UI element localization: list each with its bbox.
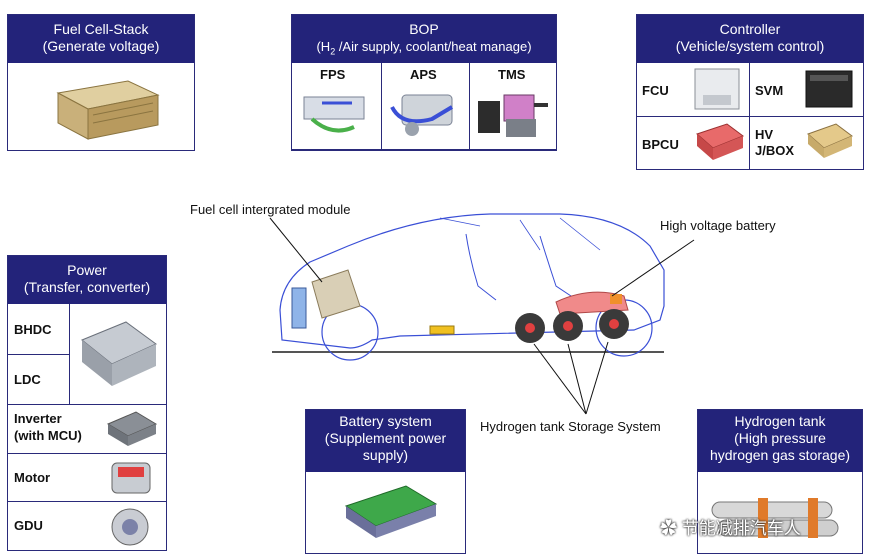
- bop-title: BOP: [409, 21, 439, 37]
- bop-aps-cell: APS: [382, 63, 470, 150]
- bhdc-cell: BHDC: [8, 304, 70, 355]
- bpcu-cell: BPCU: [637, 117, 750, 169]
- bop-subtitle: (H2 /Air supply, coolant/heat manage): [316, 39, 532, 57]
- svm-image: [805, 70, 853, 108]
- battery-system-box: Battery system (Supplement power supply): [305, 409, 466, 554]
- bhdc-label: BHDC: [14, 322, 52, 337]
- fuel-cell-stack-box: Fuel Cell-Stack (Generate voltage): [7, 14, 195, 151]
- bop-fps-cell: FPS: [292, 63, 382, 150]
- svm-label: SVM: [755, 83, 784, 98]
- hv-jbox-label: HV J/BOX: [755, 127, 795, 158]
- controller-title: Controller: [719, 21, 781, 37]
- controller-header: Controller (Vehicle/system control): [637, 15, 863, 63]
- fps-image: [303, 96, 365, 133]
- inverter-label: Inverter (with MCU): [14, 411, 82, 443]
- bop-header: BOP (H2 /Air supply, coolant/heat manage…: [292, 15, 556, 63]
- battery-system-header: Battery system (Supplement power supply): [306, 410, 465, 472]
- tms-image: [478, 94, 548, 137]
- hv-jbox-cell: HV J/BOX: [750, 117, 863, 169]
- battery-system-image: [344, 485, 438, 538]
- fcu-image: [694, 68, 740, 110]
- motor-label: Motor: [14, 470, 51, 485]
- hydrogen-tank-header: Hydrogen tank (High pressure hydrogen ga…: [698, 410, 862, 472]
- inverter-cell: Inverter (with MCU): [8, 405, 166, 454]
- motor-cell: Motor: [8, 454, 166, 502]
- hv-jbox-image: [807, 123, 853, 158]
- tms-label: TMS: [498, 67, 526, 82]
- bhdc-ldc-image: [81, 321, 157, 386]
- wechat-icon: ✿: [660, 519, 677, 538]
- hydrogen-tank-image: [711, 498, 839, 538]
- controller-box: Controller (Vehicle/system control) FCU …: [636, 14, 864, 170]
- battery-system-subtitle-line1: (Supplement power: [324, 430, 447, 446]
- bpcu-image: [696, 123, 745, 160]
- hydrogen-tank-subtitle-line2: hydrogen gas storage): [709, 447, 851, 463]
- gdu-label: GDU: [14, 518, 43, 533]
- hydrogen-tank-title: Hydrogen tank: [734, 413, 826, 429]
- fcu-cell: FCU: [637, 63, 750, 117]
- battery-system-subtitle-line2: supply): [362, 447, 409, 463]
- aps-image: [390, 94, 454, 136]
- hydrogen-tank-box: Hydrogen tank (High pressure hydrogen ga…: [697, 409, 863, 554]
- svm-cell: SVM: [750, 63, 863, 117]
- inverter-image: [106, 411, 158, 446]
- ldc-cell: LDC: [8, 355, 70, 405]
- motor-image: [111, 462, 151, 494]
- bop-tms-cell: TMS: [470, 63, 556, 150]
- watermark-text: 节能减排汽车人: [681, 519, 801, 538]
- fps-label: FPS: [320, 67, 346, 82]
- power-box: Power (Transfer, converter) BHDC LDC Inv…: [7, 255, 167, 551]
- bpcu-label: BPCU: [642, 137, 679, 152]
- aps-label: APS: [410, 67, 437, 82]
- hydrogen-storage-annotation: Hydrogen tank Storage System: [480, 419, 661, 434]
- bop-box: BOP (H2 /Air supply, coolant/heat manage…: [291, 14, 557, 151]
- bhdc-ldc-image-cell: [70, 304, 166, 405]
- hydrogen-tank-subtitle-line1: (High pressure: [734, 430, 826, 446]
- watermark: ✿ 节能减排汽车人: [660, 514, 801, 539]
- fuel-cell-stack-subtitle: (Generate voltage): [42, 38, 160, 54]
- fcu-label: FCU: [642, 83, 669, 98]
- hv-battery-annotation: High voltage battery: [660, 218, 776, 233]
- gdu-image: [111, 508, 149, 546]
- ldc-label: LDC: [14, 372, 41, 387]
- controller-subtitle: (Vehicle/system control): [675, 38, 825, 54]
- fuel-cell-stack-title: Fuel Cell-Stack: [53, 21, 149, 37]
- fuel-cell-stack-image: [56, 80, 160, 140]
- battery-system-title: Battery system: [339, 413, 432, 429]
- power-title: Power: [67, 262, 107, 278]
- fuel-cell-module-annotation: Fuel cell intergrated module: [190, 202, 351, 217]
- power-subtitle: (Transfer, converter): [23, 279, 151, 295]
- gdu-cell: GDU: [8, 502, 166, 550]
- power-header: Power (Transfer, converter): [8, 256, 166, 304]
- fuel-cell-stack-header: Fuel Cell-Stack (Generate voltage): [8, 15, 194, 63]
